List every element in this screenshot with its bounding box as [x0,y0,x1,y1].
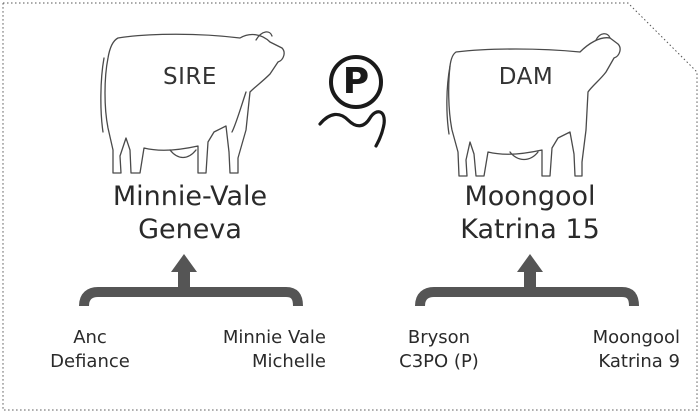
sire-ancestor-sire: Anc Defiance [40,326,140,374]
ancestor-line1: Bryson [407,327,471,348]
sire-name: Minnie-Vale Geneva [80,180,300,246]
sire-bracket-arrow [79,254,303,307]
ancestor-line2: Katrina 9 [598,351,680,372]
dam-ancestor-sire: Bryson C3PO (P) [384,326,494,374]
polled-letter: P [342,61,370,102]
sire-ancestor-dam: Minnie Vale Michelle [200,326,326,374]
ancestor-line2: Michelle [252,351,326,372]
ancestor-line1: Anc [73,327,107,348]
ancestor-line2: Defiance [50,351,130,372]
dam-name-line1: Moongool [464,181,596,212]
cow-outline-icon [446,33,621,177]
dam-name: Moongool Katrina 15 [420,180,640,246]
ancestor-line1: Minnie Vale [222,327,326,348]
dam-ancestor-dam: Moongool Katrina 9 [560,326,680,374]
sire-name-line2: Geneva [138,214,242,245]
bull-outline-icon [100,31,285,174]
dam-name-line2: Katrina 15 [460,214,600,245]
ancestor-line2: C3PO (P) [399,351,479,372]
sire-name-line1: Minnie-Vale [112,181,268,212]
dam-label: DAM [498,64,554,90]
polled-symbol-icon [318,55,386,148]
sire-label: SIRE [163,64,217,90]
ancestor-line1: Moongool [592,327,680,348]
dam-bracket-arrow [415,254,639,307]
